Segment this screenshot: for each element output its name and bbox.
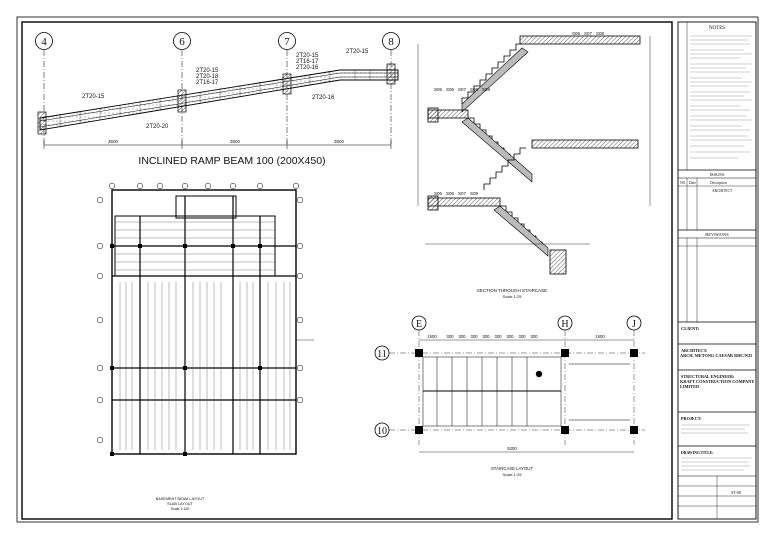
ramp-beam-title: INCLINED RAMP BEAM 100 (200X450): [138, 155, 325, 167]
stair-layout-scale: Scale 1:25: [503, 472, 523, 477]
dim-label: 3600: [230, 139, 241, 144]
ramp-dimensions: 3600 3600 3600: [43, 139, 392, 149]
engineer-name: KRAFT CONSTRUCTION COMPANY LIMITED: [680, 379, 755, 389]
dim-label: 300: [458, 334, 466, 339]
grid-label-7: 7: [284, 36, 290, 48]
title-block: NOTES ISSUES NO. Date Description ARCHIT…: [677, 21, 757, 520]
stair-layout-plan: E H J 11 10: [374, 315, 645, 477]
issues-heading: ISSUES: [709, 172, 725, 177]
project-label: PROJECT:: [681, 416, 702, 421]
stair-section-scale: Scale 1:25: [503, 294, 523, 299]
engineer-label: STRUCTURAL ENGINEER:: [681, 374, 735, 379]
slab-plan-subtitle: SLAB LAYOUT: [167, 502, 193, 506]
grid-label-J: J: [632, 319, 636, 330]
bar-label: S07: [584, 31, 593, 36]
bar-label: S06: [434, 87, 443, 92]
dim-label: 300: [482, 334, 490, 339]
grid-bubble-7: [278, 32, 296, 50]
stair-section-title: SECTION THROUGH STAIRCASE: [477, 288, 547, 293]
grid-label-E: E: [416, 319, 422, 330]
rebar-label: 2T20-16: [296, 65, 319, 71]
slab-plan-title: BASEMENT BEAM LAYOUT: [156, 497, 205, 501]
grid-bubble-4: [35, 32, 53, 50]
rebar-label: 2T20-20: [146, 124, 169, 130]
stair-section-bar-labels: S06 S07 S08 S06 S06 S07 S08 S09 S06 S06 …: [434, 31, 605, 196]
dim-label: 1600: [595, 334, 605, 339]
stair-bottom-dim: 5200: [507, 446, 517, 451]
slab-plan-scale: Scale 1:100: [171, 507, 190, 511]
architect-name: ARCH. METONG CAESAR RHC/N25: [680, 353, 753, 358]
drawing-title-label: DRAWING TITLE:: [681, 451, 714, 455]
drawing-number: ST-08: [731, 490, 741, 495]
grid-label-H: H: [561, 319, 568, 330]
bar-label: S08: [470, 87, 479, 92]
issue-col-date: Date: [689, 181, 696, 185]
grid-label-4: 4: [41, 36, 47, 48]
notes-heading: NOTES: [709, 26, 725, 31]
bar-label: S06: [446, 87, 455, 92]
bar-label: S08: [596, 31, 605, 36]
grid-bubble-8: [382, 32, 400, 50]
ramp-beam-body: [37, 63, 399, 135]
rebar-label: 2T20-15: [296, 53, 319, 59]
bar-label: S07: [458, 87, 467, 92]
client-label: CLIENT:: [681, 326, 700, 331]
rebar-label: 2T20-15: [82, 94, 105, 100]
rebar-label: 2T16-17: [296, 59, 319, 65]
bar-label: S06: [572, 31, 581, 36]
architect-label: ARCHITECT:: [681, 348, 708, 353]
grid-label-8: 8: [388, 36, 394, 48]
rebar-label: 2T20-15: [346, 49, 369, 55]
grid-bubble-6: [173, 32, 191, 50]
grid-label-6: 6: [179, 36, 185, 48]
ramp-rebar-labels: 2T20-15 2T20-20 2T20-15 2T20-18 2T16-17 …: [82, 49, 369, 130]
rebar-label: 2T16-17: [196, 80, 219, 86]
drawing-frame: [21, 21, 673, 520]
grid-label-11: 11: [377, 349, 387, 360]
stair-layout-title: STAIRCASE LAYOUT: [491, 466, 533, 471]
dim-label: 300: [446, 334, 454, 339]
rebar-label: 2T20-15: [196, 68, 219, 74]
bar-label: S09: [470, 191, 479, 196]
ramp-grid-bubbles: 4 6 7 8: [35, 32, 400, 145]
issue-col-description: Description: [710, 181, 727, 185]
dim-label: 3600: [334, 139, 345, 144]
dim-label: 3600: [108, 139, 119, 144]
grid-label-10: 10: [377, 426, 387, 437]
bar-label: S09: [482, 87, 491, 92]
stair-top-dims: 1600 300 300 300 300 300 300 300 300 160…: [427, 334, 605, 339]
bar-label: S06: [434, 191, 443, 196]
revisions-heading: REVISIONS: [705, 232, 729, 237]
dim-label: 300: [494, 334, 502, 339]
issue-col-no: NO.: [680, 181, 686, 185]
bar-label: S06: [446, 191, 455, 196]
dim-label: 1600: [427, 334, 437, 339]
stair-section: S06 S07 S08 S06 S06 S07 S08 S09 S06 S06 …: [417, 31, 651, 299]
sheet-frame: [16, 16, 759, 523]
dim-label: 300: [506, 334, 514, 339]
rebar-label: 2T20-16: [312, 95, 335, 101]
dim-label: 300: [530, 334, 538, 339]
dim-label: 300: [518, 334, 526, 339]
bar-label: S07: [458, 191, 467, 196]
slab-layout-plan: BASEMENT BEAM LAYOUT SLAB LAYOUT Scale 1…: [96, 182, 314, 511]
rebar-label: 2T20-18: [196, 74, 219, 80]
ramp-beam-elevation: 4 6 7 8: [35, 32, 400, 167]
stair-grid-bubbles: E H J 11 10: [374, 315, 642, 438]
issue-row: ARCHITECT: [712, 189, 733, 193]
dim-label: 300: [470, 334, 478, 339]
